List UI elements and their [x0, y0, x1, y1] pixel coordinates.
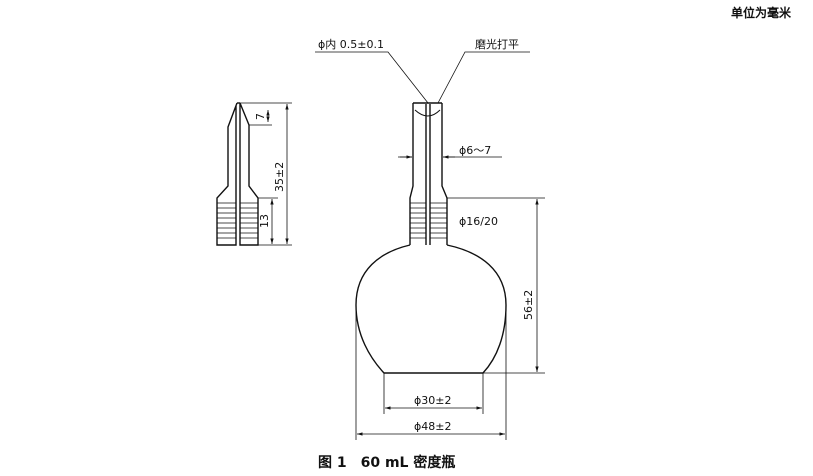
stopper	[216, 102, 292, 246]
joint-label: ϕ16/20	[459, 215, 498, 228]
base-diameter-label: ϕ30±2	[414, 394, 451, 407]
width-label: ϕ48±2	[414, 420, 451, 433]
polished-label: 磨光打平	[475, 37, 519, 51]
figure-caption: 图 1 60 mL 密度瓶	[318, 455, 456, 471]
neck-diameter-label: ϕ6～7	[459, 144, 491, 157]
stopper-length-label: 35±2	[273, 162, 286, 192]
stopper-joint-label: 13	[258, 214, 271, 228]
inner-diameter-label: ϕ内 0.5±0.1	[318, 37, 384, 51]
bottle	[315, 51, 545, 440]
units-note: 单位为毫米	[730, 6, 791, 20]
stopper-tip-label: 7	[254, 113, 267, 120]
height-label: 56±2	[522, 290, 535, 320]
